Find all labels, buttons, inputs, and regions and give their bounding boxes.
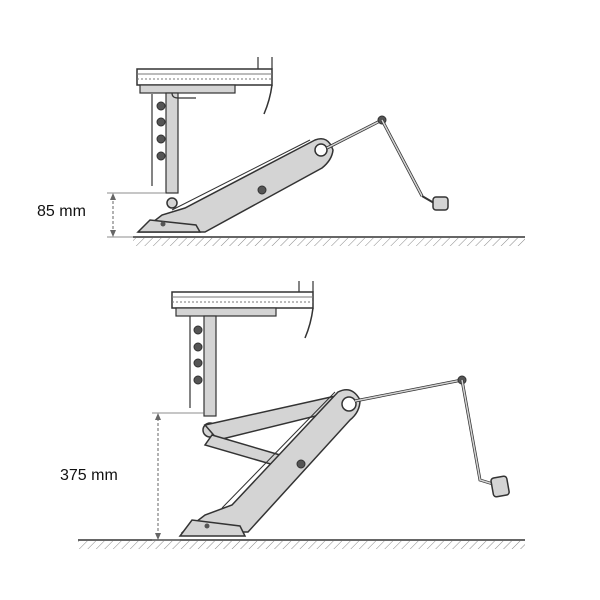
ground-top xyxy=(133,236,525,246)
dimension-label-top: 85 mm xyxy=(37,203,86,220)
mounting-bracket-top xyxy=(139,84,236,209)
bottom-view-raised xyxy=(78,281,525,549)
ground-bottom xyxy=(78,539,525,549)
crank-handle-bottom xyxy=(354,375,510,498)
crank-handle-top xyxy=(326,115,449,211)
dimension-label-bottom: 375 mm xyxy=(60,467,118,484)
top-view-lowered xyxy=(107,57,525,246)
chassis-beam-top xyxy=(136,57,273,115)
dimension-line-top xyxy=(107,192,166,238)
jack-leg-top xyxy=(136,138,334,233)
jack-leg-bottom xyxy=(178,389,361,537)
dimension-line-bottom xyxy=(152,412,204,541)
